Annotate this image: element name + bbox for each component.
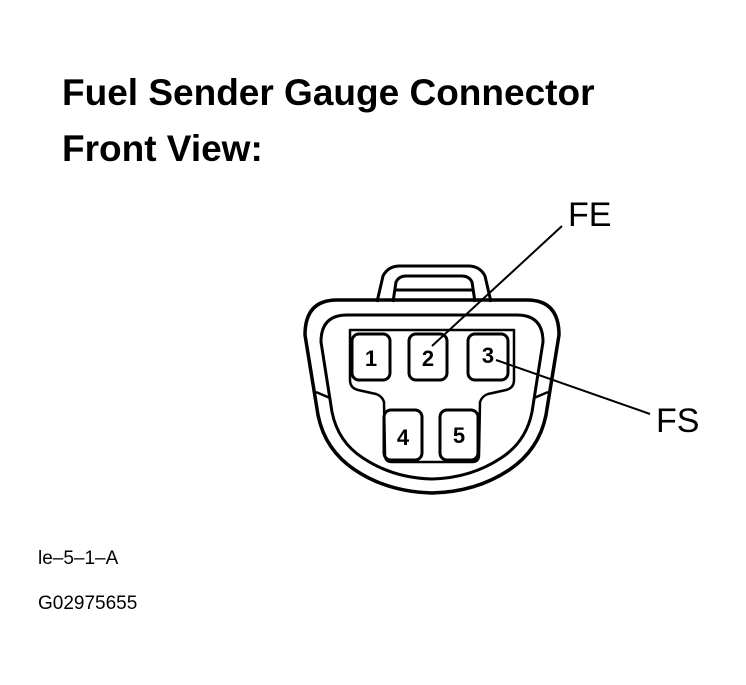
callout-label-fs: FS [656,402,699,440]
diagram-title-line-1: Fuel Sender Gauge Connector [62,72,595,113]
pin-cavity-2 [407,332,449,382]
pin-cavity-4 [382,408,424,462]
callout-label-fe: FE [568,196,611,234]
callout-line-fe [431,225,563,347]
pin-cavities [350,332,510,462]
pin-label-1: 1 [365,346,377,371]
pin-cavity-1 [350,332,392,382]
connector-cavity-partition [348,328,516,464]
connector-housing-outer [303,298,561,495]
figure-reference-code: le–5–1–A [38,548,119,569]
pin-cavity-3 [466,332,510,382]
pin-label-2: 2 [422,346,434,371]
connector-latch [375,264,493,303]
connector-housing-inner [319,313,545,481]
pin-label-3: 3 [482,343,494,368]
diagram-title-line-2: Front View: [62,128,263,169]
pin-label-5: 5 [453,423,465,448]
pin-cavity-5 [438,408,480,462]
callout-line-fs [495,359,651,415]
pin-label-4: 4 [397,425,410,450]
figure-id: G02975655 [38,593,138,614]
connector-side-keys [315,390,549,400]
